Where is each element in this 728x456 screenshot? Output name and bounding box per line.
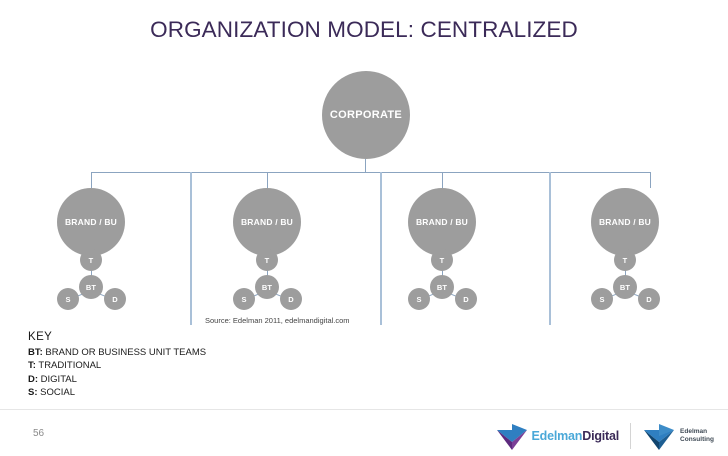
node-branch3-brand-teams[interactable]: BT <box>430 275 454 299</box>
node-branch3-social-label: S <box>416 294 422 304</box>
node-branch3-digital[interactable]: D <box>455 288 477 310</box>
node-branch2-brand-teams-label: BT <box>261 282 273 292</box>
diamond-icon <box>496 423 527 450</box>
edelman-digital-wordmark: EdelmanDigital <box>532 429 620 443</box>
node-branch2-digital-label: D <box>288 294 294 304</box>
edelman-consulting-line2: Consulting <box>680 435 714 443</box>
node-branch2-social-label: S <box>241 294 247 304</box>
node-branch4-brand-teams[interactable]: BT <box>613 275 637 299</box>
connector-drop-3 <box>442 172 443 188</box>
node-branch4-digital-label: D <box>646 294 652 304</box>
node-branch3-traditional-label: T <box>439 255 445 265</box>
node-branch2-traditional[interactable]: T <box>256 249 278 271</box>
key-entry-bt: BT: BRAND OR BUSINESS UNIT TEAMS <box>28 346 206 360</box>
key-entry-t-text: TRADITIONAL <box>35 360 102 371</box>
column-divider-3 <box>549 172 551 325</box>
node-branch2-social[interactable]: S <box>233 288 255 310</box>
edelman-digital-word-digital: Digital <box>582 428 620 443</box>
node-branch2-traditional-label: T <box>264 255 270 265</box>
edelman-consulting-wordmark: Edelman Consulting <box>680 428 714 444</box>
node-branch1-social-label: S <box>65 294 71 304</box>
key-entry-bt-text: BRAND OR BUSINESS UNIT TEAMS <box>42 346 207 358</box>
node-brand-bu-4-label: BRAND / BU <box>598 217 652 227</box>
key-entry-d-abbr: D: <box>28 373 39 385</box>
node-brand-bu-2-label: BRAND / BU <box>240 217 294 227</box>
node-brand-bu-3[interactable]: BRAND / BU <box>408 188 476 256</box>
node-branch4-digital[interactable]: D <box>638 288 660 310</box>
node-branch4-social[interactable]: S <box>591 288 613 310</box>
node-branch3-brand-teams-label: BT <box>436 282 448 292</box>
node-brand-bu-4[interactable]: BRAND / BU <box>591 188 659 256</box>
node-branch1-brand-teams-label: BT <box>85 282 97 292</box>
key-entry-bt-abbr: BT: <box>28 346 43 358</box>
connector-drop-4 <box>650 172 651 188</box>
key-entry-s-text: SOCIAL <box>37 387 75 398</box>
node-branch4-social-label: S <box>599 294 605 304</box>
node-branch1-traditional-label: T <box>88 255 94 265</box>
node-brand-bu-2[interactable]: BRAND / BU <box>233 188 301 256</box>
node-brand-bu-3-label: BRAND / BU <box>415 217 469 227</box>
node-branch2-brand-teams[interactable]: BT <box>255 275 279 299</box>
column-divider-2 <box>380 172 382 325</box>
edelman-digital-logo: EdelmanDigital <box>495 419 620 452</box>
footer-logos: EdelmanDigital Edelman Consulting <box>495 419 714 452</box>
footer-divider <box>0 409 728 410</box>
node-branch3-social[interactable]: S <box>408 288 430 310</box>
column-divider-1 <box>190 172 192 325</box>
connector-horizontal-bus <box>91 172 650 173</box>
key-entry-s: S: SOCIAL <box>28 386 206 400</box>
edelman-digital-word-edelman: Edelman <box>531 428 583 443</box>
node-branch2-digital[interactable]: D <box>280 288 302 310</box>
source-note: Source: Edelman 2011, edelmandigital.com <box>205 316 350 325</box>
key-entry-d-text: DIGITAL <box>38 373 77 385</box>
diamond-icon <box>644 423 675 450</box>
node-branch1-digital[interactable]: D <box>104 288 126 310</box>
node-branch1-social[interactable]: S <box>57 288 79 310</box>
edelman-consulting-line1: Edelman <box>680 427 708 435</box>
node-branch4-traditional[interactable]: T <box>614 249 636 271</box>
connector-drop-1 <box>91 172 92 188</box>
logo-separator <box>630 422 632 449</box>
connector-root-stem <box>365 159 366 172</box>
node-brand-bu-1-label: BRAND / BU <box>64 217 118 227</box>
node-branch1-brand-teams[interactable]: BT <box>79 275 103 299</box>
node-branch1-digital-label: D <box>112 294 118 304</box>
page-number: 56 <box>33 428 45 439</box>
key-heading: KEY <box>28 331 53 343</box>
key-legend: KEY BT: BRAND OR BUSINESS UNIT TEAMS T: … <box>28 331 206 400</box>
node-branch3-traditional[interactable]: T <box>431 249 453 271</box>
node-branch1-traditional[interactable]: T <box>80 249 102 271</box>
node-corporate[interactable]: CORPORATE <box>322 71 410 159</box>
edelman-consulting-logo: Edelman Consulting <box>642 419 714 452</box>
page-title: ORGANIZATION MODEL: CENTRALIZED <box>150 17 578 42</box>
node-branch4-traditional-label: T <box>622 255 628 265</box>
node-branch3-digital-label: D <box>463 294 469 304</box>
node-corporate-label: CORPORATE <box>329 109 403 121</box>
node-branch4-brand-teams-label: BT <box>619 282 631 292</box>
key-entry-t-abbr: T: <box>28 360 36 371</box>
key-entry-t: T: TRADITIONAL <box>28 359 206 373</box>
node-brand-bu-1[interactable]: BRAND / BU <box>57 188 125 256</box>
key-entry-d: D: DIGITAL <box>28 373 206 387</box>
connector-drop-2 <box>267 172 268 188</box>
key-entry-s-abbr: S: <box>28 387 38 398</box>
